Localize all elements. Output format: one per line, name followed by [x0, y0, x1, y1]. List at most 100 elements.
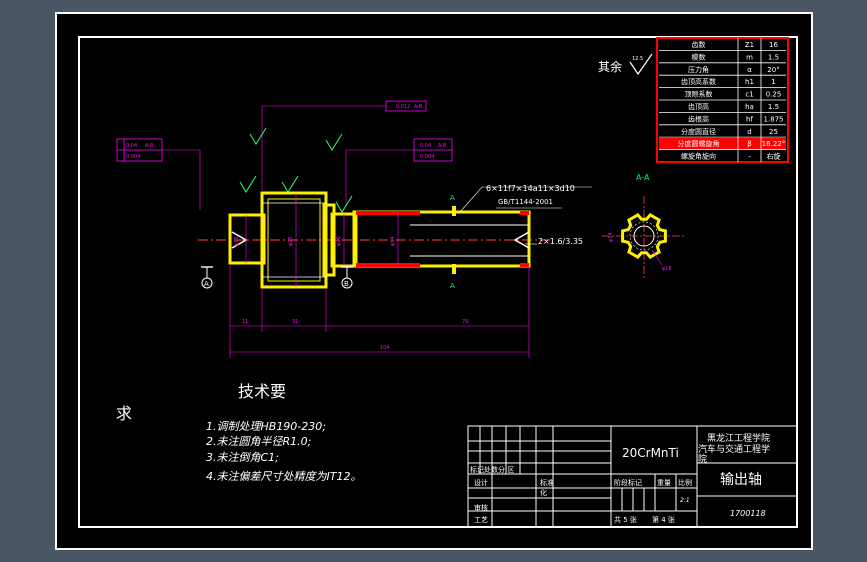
dim-d1: φ15	[234, 236, 240, 246]
gear-param-name: 压力角	[688, 65, 709, 74]
section-cut-mark-top	[452, 206, 456, 216]
gear-param-symbol: α	[747, 66, 752, 74]
drawing-sheet	[55, 12, 813, 550]
tb-design-label: 设计	[474, 478, 488, 487]
tol-right-ref: A-B	[438, 143, 447, 149]
tol-right-leader	[345, 149, 414, 206]
tech-req-item-3: 3.未注倒角C1;	[206, 451, 279, 464]
length-dimensions: 11 31 79 104	[229, 266, 530, 358]
gear-param-value: 1	[771, 78, 775, 86]
datum-a-label: A	[204, 280, 209, 288]
spline-shaft	[352, 210, 531, 268]
gear-param-symbol: h1	[745, 78, 754, 86]
gear-param-name: 齿根高	[688, 114, 709, 123]
tol-left-ref: A-B	[145, 143, 154, 149]
gear-param-value: 1.5	[768, 53, 779, 61]
gear-param-symbol: d	[747, 128, 751, 136]
section-title: A-A	[636, 173, 650, 182]
tech-req-title: 技术要	[238, 382, 286, 401]
tb-standard-label: 标准	[540, 478, 554, 487]
datum-b-circle	[341, 277, 353, 289]
roughness-mark-1	[239, 175, 257, 193]
left-journal	[228, 213, 266, 265]
spline-note: 6×11f7×14a11×3d10 GB/T1144-2001	[459, 184, 592, 213]
spline-note-leader	[459, 186, 592, 213]
tb-sheets-total: 共 5 张	[614, 515, 637, 524]
tol-right-2: 0.004	[420, 154, 434, 160]
tol-left-leader	[162, 149, 201, 210]
tech-req-item-4: 4.未注偏差尺寸处精度为IT12。	[206, 470, 361, 483]
tb-process-label: 工艺	[474, 516, 488, 524]
dim-l1: 11	[242, 319, 248, 325]
gear-param-symbol: m	[746, 53, 753, 61]
tb-school-3: 院	[698, 453, 707, 465]
title-block-text: 20CrMnTi 黑龙江工程学院 汽车与交通工程学 院 输出轴 1700118 …	[470, 432, 770, 524]
tb-review-label: 审核	[474, 503, 488, 512]
tb-drawing-no: 1700118	[730, 509, 766, 518]
gear-param-value: 1.875	[763, 115, 783, 123]
gear-param-value: 16.22°	[762, 140, 786, 148]
tb-scale-value: 2:1	[680, 497, 690, 504]
surface-finish-note: 其余 12.5	[598, 53, 653, 76]
datum-b-label: B	[344, 280, 349, 288]
tb-part-name: 输出轴	[720, 472, 762, 488]
tol-top: 0.012	[396, 104, 410, 110]
gear-param-name: 齿顶高系数	[681, 77, 716, 86]
spline-minor-circle	[629, 221, 659, 251]
roughness-mark-2	[281, 175, 299, 193]
roughness-mark-3	[325, 133, 343, 151]
spline-profile	[621, 212, 667, 260]
dim-d3: φ25	[288, 236, 294, 246]
gear-param-symbol: hf	[746, 115, 753, 123]
surface-finish-icon	[629, 53, 653, 76]
spline-bore	[633, 225, 655, 247]
tb-school-1: 黑龙江工程学院	[707, 432, 770, 444]
tolerance-frames: 0.04 0.004 A-B 0.012 A-B 0.04 0.004 A-B	[116, 100, 453, 213]
gear-param-name: 模数	[692, 52, 706, 61]
tb-weight-label: 重量	[657, 479, 671, 487]
gear-param-name: 螺旋角旋向	[681, 152, 716, 161]
spline-note-line1: 6×11f7×14a11×3d10	[486, 184, 575, 193]
gear-param-value: 16	[769, 41, 778, 49]
tb-mark-label: 标记处数分 区	[470, 465, 514, 474]
dim-d4: φ14	[390, 236, 396, 246]
spline-note-line2: GB/T1144-2001	[498, 198, 553, 206]
dim-l2: 31	[292, 319, 298, 325]
shaft-main-view: A A 2×1.6/3.35	[198, 191, 583, 290]
tol-left-1: 0.04	[126, 143, 137, 149]
roughness-mark-4	[249, 127, 267, 145]
shoulder-step	[322, 203, 336, 277]
gear-param-name: 齿数	[692, 40, 706, 49]
surface-finish-prefix: 其余	[598, 59, 622, 74]
datum-a-circle	[201, 277, 213, 289]
spline-outline	[621, 212, 667, 260]
gear-param-value: 0.25	[766, 91, 782, 99]
roughness-mark-5	[335, 195, 353, 213]
gear-section-inner	[267, 198, 321, 282]
gear-param-value: 1.5	[768, 103, 779, 111]
gear-param-name: 顶隙系数	[685, 90, 713, 99]
gear-param-name: 分度圆直径	[681, 127, 716, 136]
section-dia: φ18	[662, 266, 672, 272]
tech-req-item-1: 1.调制处理HB190-230;	[206, 420, 326, 433]
title-block-border	[467, 425, 798, 528]
gear-param-value: 25	[769, 128, 778, 136]
tech-req-title-tail: 求	[116, 404, 132, 423]
tol-top-leader	[261, 105, 386, 190]
section-cut-label-bottom: A	[450, 282, 455, 290]
right-center-hole	[513, 231, 530, 249]
gear-table-row-highlight	[659, 137, 786, 150]
section-dia-leader	[651, 249, 663, 266]
section-dim-left: φ14	[608, 232, 614, 242]
tech-req-item-2: 2.未注圆角半径R1.0;	[206, 435, 311, 448]
tb-material: 20CrMnTi	[622, 446, 679, 460]
drawing-border	[78, 36, 798, 528]
surface-finish-value: 12.5	[632, 56, 643, 62]
gear-param-value: 右旋	[767, 152, 781, 161]
title-block	[467, 425, 798, 528]
section-cut-mark-bottom	[452, 264, 456, 274]
dim-d2: φ20	[336, 236, 342, 246]
gear-param-name: 齿顶高	[688, 102, 709, 111]
section-a-a: A-A φ18 φ14	[602, 173, 686, 278]
